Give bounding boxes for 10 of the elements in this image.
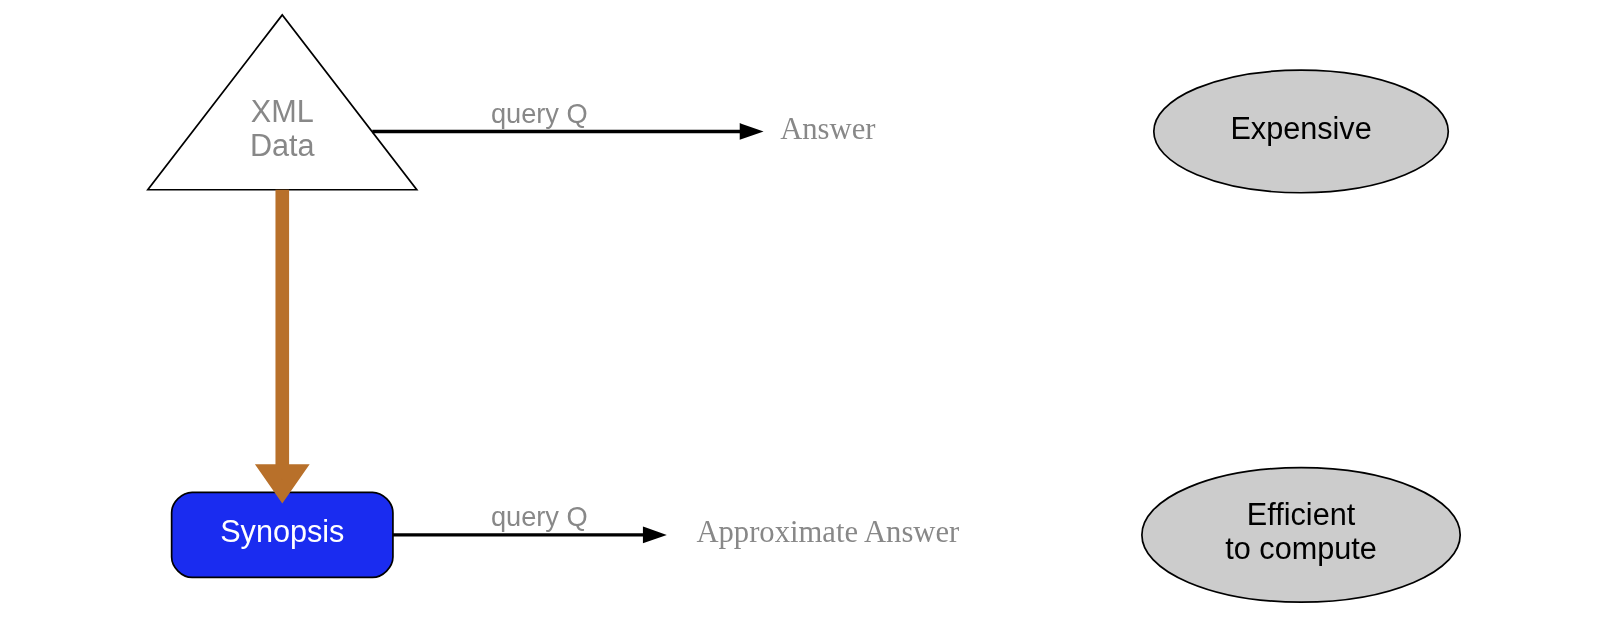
arrow bbox=[254, 189, 310, 504]
edge-label: query Q bbox=[490, 501, 588, 533]
edge-label: query Q bbox=[490, 97, 588, 129]
node-text: Answer bbox=[779, 111, 875, 146]
node-ellipse: Efficient to compute bbox=[1140, 466, 1461, 603]
arrow bbox=[392, 526, 667, 544]
node-text: Approximate Answer bbox=[695, 515, 959, 550]
node-ellipse: Expensive bbox=[1152, 69, 1449, 194]
arrow bbox=[371, 123, 764, 140]
node-box: Synopsis bbox=[170, 491, 394, 579]
